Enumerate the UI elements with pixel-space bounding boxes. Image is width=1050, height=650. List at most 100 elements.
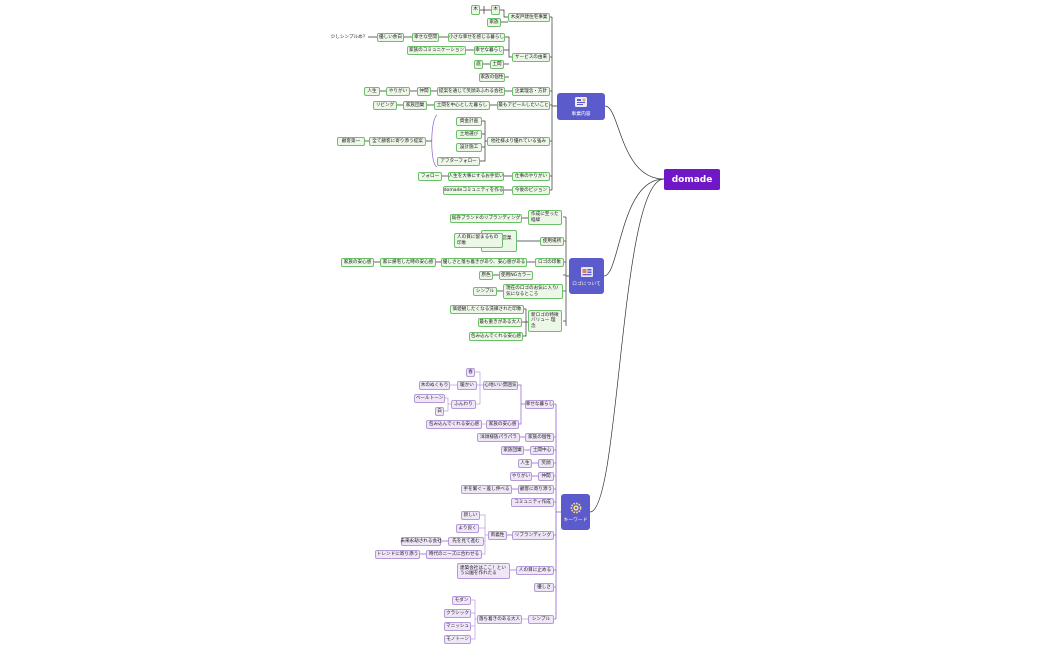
mindmap-node[interactable]: 家に帰宅した時の安心感 [380, 258, 436, 267]
mindmap-node[interactable]: サービスの由来 [512, 53, 550, 62]
mindmap-node[interactable]: 暖かい [457, 381, 477, 390]
mindmap-node[interactable]: 原色 [479, 271, 493, 280]
mindmap-node[interactable]: 心地いい雰囲気 [483, 381, 518, 390]
mindmap-node[interactable]: 家族の個性 [479, 73, 505, 82]
mindmap-node[interactable]: モノトーン [444, 635, 471, 644]
mindmap-node[interactable]: 仲間 [538, 472, 554, 481]
mindmap-node[interactable]: domadeコミュニティを作る [443, 186, 504, 195]
mindmap-node[interactable]: 最も重きがある大人 [478, 318, 522, 327]
mindmap-node[interactable]: マニッシュ [444, 622, 471, 631]
connector [604, 105, 665, 180]
mindmap-node[interactable]: ロゴの印象 [535, 258, 564, 267]
mindmap-node[interactable]: 先を見て進む [448, 537, 484, 546]
mindmap-node[interactable]: 新ロゴの特徴 バリュー 理念 [528, 310, 562, 332]
mindmap-node[interactable]: 提案を通じて笑顔あふれる会社 [437, 87, 505, 96]
mindmap-node[interactable]: 人生を大事にするお手伝い [448, 172, 504, 181]
mindmap-node[interactable]: 使用NGカラー [499, 271, 533, 280]
mindmap-node[interactable]: モダン [452, 596, 471, 605]
mindmap-node[interactable]: 落ち着きのある大人 [477, 615, 522, 624]
mindmap-node[interactable]: 企業理念・方針 [512, 87, 550, 96]
connector [603, 178, 665, 277]
mindmap-node[interactable]: 木のぬくもり [419, 381, 450, 390]
connector [493, 274, 503, 292]
mindmap-node[interactable]: 顧客第一 [337, 137, 365, 146]
hub-node-logo[interactable]: ロゴについて [569, 258, 604, 294]
mindmap-node[interactable]: 家族団欒 [501, 446, 524, 455]
mindmap-node[interactable]: 手を繋ぐ・差し伸べる [461, 485, 512, 494]
mindmap-node[interactable]: 少しシンプルめ？ [330, 33, 368, 42]
mindmap-node[interactable]: シンプル [473, 287, 497, 296]
mindmap-node[interactable]: 人の目に止める [516, 566, 554, 575]
mindmap-node[interactable]: リビング [373, 101, 397, 110]
mindmap-node[interactable]: 優しさ [534, 583, 554, 592]
mindmap-node[interactable]: 土間を中心とした暮らし [434, 101, 490, 110]
mindmap-node[interactable]: トレンドに寄り添う [375, 550, 420, 559]
mindmap-node[interactable]: 包み込んでくれる安心感 [426, 420, 482, 429]
hub-label: ロゴについて [572, 281, 601, 287]
connector [483, 63, 509, 78]
mindmap-node[interactable]: シンプル [528, 615, 554, 624]
mindmap-node[interactable]: より良く [456, 524, 479, 533]
mindmap-node[interactable]: 仲間 [417, 87, 431, 96]
mindmap-node[interactable]: 家族の安心感 [341, 258, 374, 267]
mindmap-node[interactable]: リブランディング [512, 531, 554, 540]
mindmap-node[interactable]: 両義性 [488, 531, 507, 540]
mindmap-node[interactable]: 今後のビジョン [512, 186, 550, 195]
mindmap-node[interactable]: 仕事のやりがい [512, 172, 550, 181]
mindmap-node[interactable]: 価値観したくなる洗練された印象 [450, 305, 524, 314]
mindmap-node[interactable]: ふんわり [451, 400, 476, 409]
mindmap-node[interactable]: 人の目に留まるもの印象 [454, 233, 503, 248]
mindmap-node[interactable]: 使用場所 [540, 237, 564, 246]
mindmap-node[interactable]: 家族の安心感 [486, 420, 519, 429]
mindmap-node[interactable]: 顧客に寄り添う [518, 485, 554, 494]
mindmap-node[interactable]: 未来永劫される会社 [400, 537, 442, 546]
mindmap-node[interactable]: 優しさと落ち着きがあり、安心感がある [441, 258, 527, 267]
connector [431, 114, 438, 168]
mindmap-node[interactable]: 家族団欒 [403, 101, 427, 110]
mindmap-node[interactable]: 人生 [518, 459, 532, 468]
mindmap-node[interactable]: 庭 [474, 60, 483, 69]
mindmap-node[interactable]: 家族の個性 [525, 433, 554, 442]
mindmap-node[interactable]: フォロー [418, 172, 442, 181]
mindmap-node[interactable]: 建築会社はここ！という公園を作れたる [457, 563, 510, 579]
connector [500, 9, 508, 23]
mindmap-node[interactable]: やりがい [510, 472, 532, 481]
mindmap-node[interactable]: やりがい [386, 87, 410, 96]
mindmap-node[interactable]: 木皮戸建住宅事業 [508, 13, 550, 22]
mindmap-node[interactable]: 木 [491, 5, 500, 15]
mindmap-node[interactable]: 土間 [490, 60, 504, 69]
mindmap-node[interactable]: 春 [466, 368, 475, 377]
mindmap-node[interactable]: 優しい余白 [377, 33, 404, 42]
hub-node-business[interactable]: 事業内容 [557, 93, 605, 120]
mindmap-node[interactable]: 既存ブランドのリブランディング [450, 214, 522, 223]
mindmap-node[interactable]: 設計施工 [456, 143, 482, 152]
mindmap-node[interactable]: 新しい [461, 511, 480, 520]
mindmap-node[interactable]: 最もアピールしたいこと [497, 101, 550, 110]
mindmap-node[interactable]: 土地選び [456, 130, 482, 139]
mindmap-node[interactable]: 笑顔 [538, 459, 554, 468]
mindmap-node[interactable]: ベールトーン [414, 394, 445, 403]
mindmap-node[interactable]: アフターフォロー [437, 157, 480, 166]
mindmap-node[interactable]: 幸せな暮らし [525, 400, 554, 409]
mindmap-node[interactable]: 洋顔様族パラパラ [477, 433, 520, 442]
mindmap-node[interactable]: コミュニティ作成 [511, 498, 554, 507]
mindmap-node[interactable]: 作成に至った経緯 [528, 210, 562, 225]
hub-node-keywords[interactable]: キーワード [561, 494, 590, 530]
mindmap-node[interactable]: 幸せな暮らし [474, 46, 504, 55]
mindmap-node[interactable]: 時代のニーズに合わせる [426, 550, 482, 559]
mindmap-node[interactable]: 幸せな空間 [412, 33, 439, 42]
root-node[interactable]: domade [664, 169, 720, 190]
mindmap-node[interactable]: クラシック [444, 609, 471, 618]
mindmap-node[interactable]: 家族 [487, 18, 501, 27]
mindmap-node[interactable]: 人生 [364, 87, 380, 96]
mindmap-node[interactable]: 家族のコミュニケーション [407, 46, 466, 55]
mindmap-node[interactable]: 小さな幸せを感じる暮らし [448, 33, 505, 42]
mindmap-node[interactable]: 白 [435, 407, 444, 416]
mindmap-node[interactable]: 現在のロゴのお気に入り/気になるところ [503, 284, 563, 299]
mindmap-node[interactable]: 木 [471, 5, 480, 15]
mindmap-node[interactable]: 資金計画 [456, 117, 482, 126]
mindmap-node[interactable]: 土間中心 [530, 446, 554, 455]
mindmap-node[interactable]: 包み込んでくれる安心感 [469, 332, 523, 341]
mindmap-node[interactable]: 全て顧客に寄り添う提案 [369, 137, 426, 146]
mindmap-node[interactable]: 他社様より優れている強み [487, 137, 550, 146]
